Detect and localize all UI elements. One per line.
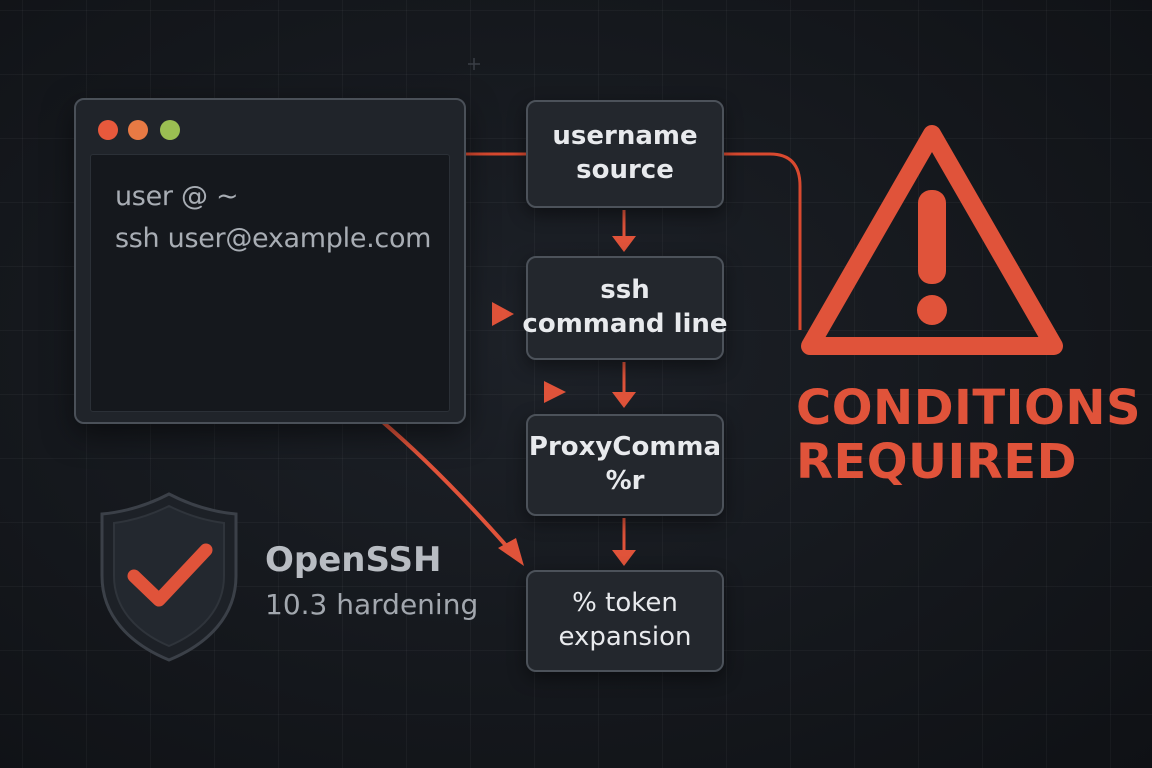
flow-box-label-line2: %r — [605, 466, 645, 496]
minimize-window-dot[interactable] — [128, 120, 148, 140]
terminal-body: user @ ~ ssh user@example.com — [90, 154, 450, 412]
flow-box-label-line1: ssh — [600, 275, 650, 306]
flow-box-label-line1: ProxyComma — [528, 432, 722, 463]
maximize-window-dot[interactable] — [160, 120, 180, 140]
terminal-command: ssh user@example.com — [115, 223, 432, 254]
flow-box-ssh-command-line: ssh command line — [522, 256, 728, 360]
terminal-window: user @ ~ ssh user@example.com — [74, 98, 466, 424]
close-window-dot[interactable] — [98, 120, 118, 140]
flow-box-label-line2: source — [576, 155, 674, 185]
flow-box-label-line1: % token — [572, 588, 678, 619]
grid-plus-marks — [468, 58, 480, 70]
brand-subtitle: 10.3 hardening — [265, 588, 479, 621]
connector-username-to-warning — [724, 152, 802, 330]
warning-triangle-icon — [801, 125, 1063, 355]
flow-box-proxycommand: ProxyComma %r — [526, 414, 724, 516]
shield-check-icon — [100, 492, 238, 662]
flow-box-label-line2: command line — [522, 309, 728, 339]
arrow-username-to-ssh — [612, 210, 636, 252]
arrow-ssh-to-proxycommand — [612, 362, 636, 408]
flow-box-username-source: username source — [526, 100, 724, 208]
warning-caption-line1: CONDITIONS — [796, 380, 1142, 436]
flow-box-token-expansion: % token expansion — [526, 570, 724, 672]
warning-caption-line2: REQUIRED — [796, 434, 1077, 490]
flow-box-label-line2: expansion — [558, 622, 692, 652]
brand-title: OpenSSH — [265, 540, 442, 580]
terminal-prompt: user @ ~ — [115, 181, 239, 212]
arrow-proxycommand-to-token — [612, 518, 636, 566]
flow-box-label-line1: username — [552, 121, 698, 152]
